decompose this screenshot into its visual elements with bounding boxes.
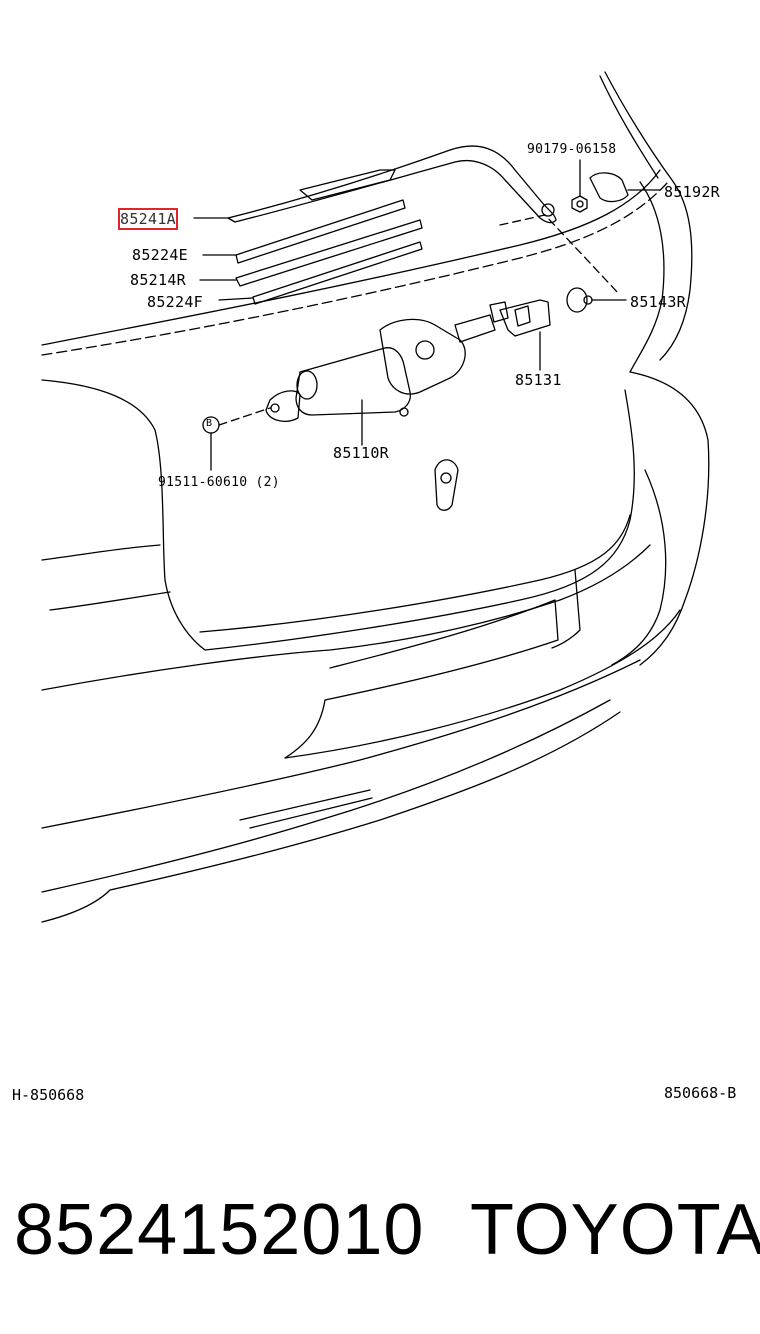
gearbox — [379, 318, 466, 395]
motor-body — [295, 347, 411, 416]
motor-mount-bracket — [265, 390, 301, 422]
grommet-85143r — [566, 287, 588, 313]
connector-85131 — [499, 299, 551, 337]
plate-recess-inner — [551, 569, 581, 649]
bumper-top — [41, 544, 161, 561]
callout-85224e: 85224E — [132, 246, 188, 264]
mount-hole — [399, 407, 409, 417]
tailgate-lower-edge — [199, 514, 631, 633]
body-right-crease — [611, 469, 667, 666]
rear-lock-hole — [440, 472, 452, 484]
body-right-side — [629, 371, 710, 666]
dash-ref-grommet — [499, 214, 621, 296]
motor-shaft — [454, 314, 496, 343]
wiper-parts-diagram — [41, 71, 710, 923]
window-glass-dash-edge — [41, 181, 669, 356]
callout-90179-06158: 90179-06158 — [527, 142, 617, 157]
bumper-line-1 — [49, 591, 171, 611]
callout-85143r: 85143R — [630, 293, 686, 311]
window-upper-edge — [41, 169, 661, 346]
motor-cap — [296, 370, 318, 400]
tailgate-outline — [41, 379, 635, 651]
wiper-arm — [227, 145, 557, 224]
callout-85192r: 85192R — [664, 183, 720, 201]
blade-strip-85224e — [235, 199, 406, 264]
wiper-arm-ridge — [299, 169, 396, 201]
blade-rubber-85214r — [235, 219, 423, 287]
wiper-arm-pivot — [541, 203, 555, 217]
caption-brand: TOYOTA — [470, 1190, 760, 1270]
nut-hole — [576, 200, 584, 208]
pillar-inner — [599, 75, 659, 179]
blade-strip-85224f — [252, 241, 423, 305]
footer-right-code: 850668-B — [664, 1084, 737, 1102]
callout-91511-60610: 91511-60610 (2) — [158, 475, 280, 490]
bracket-hole — [270, 403, 280, 413]
dash-ref-bolt — [218, 407, 271, 426]
grommet-center — [583, 295, 593, 305]
bumper-strip — [239, 789, 373, 829]
plate-recess — [284, 599, 681, 759]
caption-part-number: 8524152010 — [14, 1190, 425, 1270]
gear-hub — [415, 340, 435, 360]
callout-85131: 85131 — [515, 371, 562, 389]
nut-90179 — [571, 195, 588, 213]
bolt-marker-letter: B — [206, 418, 213, 429]
footer-left-code: H-850668 — [12, 1086, 85, 1104]
pillar-shade — [629, 181, 665, 373]
bumper-lower-2 — [41, 699, 611, 893]
callout-85224f: 85224F — [147, 293, 203, 311]
rear-lock — [434, 459, 459, 511]
callout-85241a: 85241A — [118, 208, 178, 230]
cap-85192r — [589, 172, 629, 203]
callout-85214r: 85214R — [130, 271, 186, 289]
leader-85224f — [218, 297, 254, 301]
bumper-lower-1 — [41, 659, 641, 829]
pillar-outer — [604, 71, 693, 361]
connector-detail — [489, 301, 531, 327]
bumper-lower-3 — [41, 711, 621, 923]
bumper-line-2 — [41, 544, 651, 691]
callout-85110r: 85110R — [333, 444, 389, 462]
